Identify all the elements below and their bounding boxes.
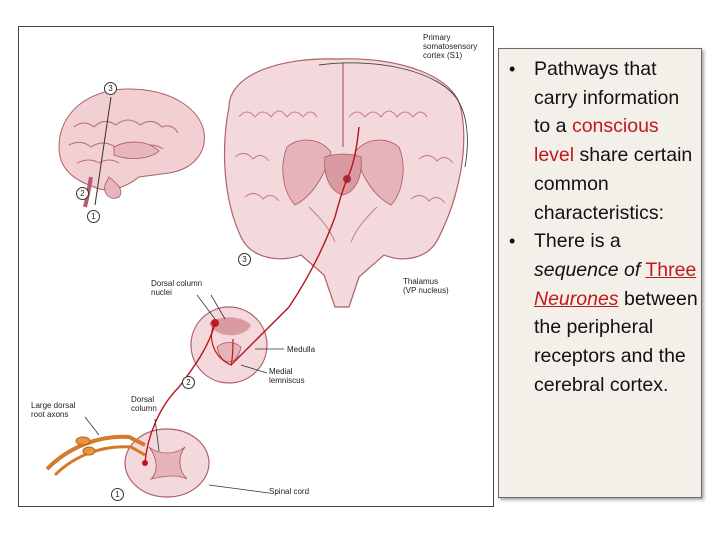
bullet-list: • Pathways that carry information to a c… <box>507 55 699 399</box>
dorsal-column-nuclei-label: Dorsal column nuclei <box>151 279 203 297</box>
sequence-of-text: sequence of <box>534 258 641 281</box>
text-box: • Pathways that carry information to a c… <box>498 48 702 498</box>
dorsal-column-label: Dorsal column <box>131 395 157 413</box>
number-3-top: 3 <box>104 82 117 95</box>
neural-pathway-figure: Primary somatosensory cortex (S1) Thalam… <box>18 26 494 507</box>
pathway-illustration <box>45 58 468 498</box>
medial-lemniscus-label: Medial lemniscus <box>269 367 305 385</box>
s1-label: Primary somatosensory cortex (S1) <box>423 33 478 60</box>
number-2-mid: 2 <box>182 376 195 389</box>
thalamus-label: Thalamus (VP nucleus) <box>403 277 449 295</box>
medulla-label: Medulla <box>287 345 316 354</box>
number-2-left: 2 <box>76 187 89 200</box>
bullet-symbol: • <box>509 59 516 79</box>
spinal-cord-label: Spinal cord <box>269 487 310 496</box>
spinal-cord-section <box>45 416 270 498</box>
number-1-bottom: 1 <box>111 488 124 501</box>
bullet-item-three-neurones: • There is a sequence of Three Neurones … <box>507 227 699 399</box>
number-3-mid: 3 <box>238 253 251 266</box>
three-text: Three <box>645 258 697 281</box>
neurones-text: Neurones <box>534 287 619 310</box>
sagittal-brain <box>58 88 205 208</box>
number-1-left: 1 <box>87 210 100 223</box>
bullet-item-conscious-pathways: • Pathways that carry information to a c… <box>507 55 699 227</box>
medulla-section <box>190 294 284 384</box>
bullet-symbol: • <box>509 231 516 252</box>
highlight-conscious-level: conscious level <box>534 115 659 167</box>
ascending-pathway-line <box>144 126 360 464</box>
large-dorsal-root-axons-label: Large dorsal root axons <box>31 401 76 419</box>
coronal-brain <box>223 58 468 308</box>
